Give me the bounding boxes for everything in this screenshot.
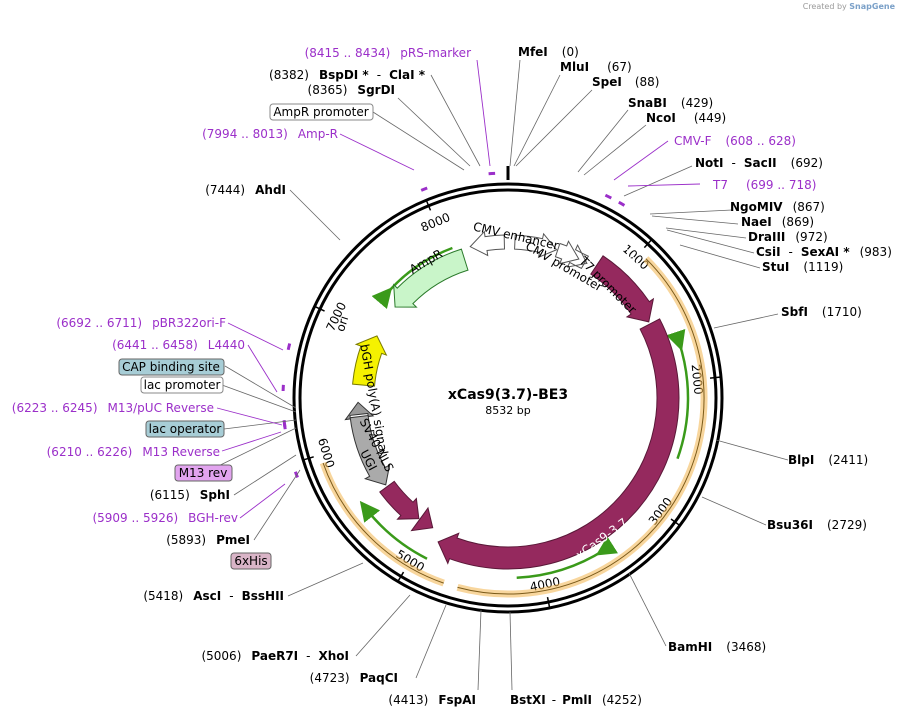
t7-promoter-arrow <box>566 243 590 270</box>
primer-prs-marker[interactable]: (8415 .. 8434)pRS-marker <box>305 46 471 60</box>
sv40-arrow <box>410 506 434 532</box>
ampr-promoter-box[interactable]: AmpR promoter <box>269 103 374 121</box>
site-noti[interactable]: NotI-SacII(692) <box>695 156 823 170</box>
ori-label: ori <box>333 314 351 333</box>
site-sbfi[interactable]: SbfI(1710) <box>781 305 862 319</box>
primer-t7[interactable]: T7(699 .. 718) <box>712 178 816 192</box>
tick-mark-3000 <box>670 518 680 526</box>
primer-bgh-rev[interactable]: (5909 .. 5926)BGH-rev <box>92 511 238 525</box>
tick-mark-7000 <box>315 306 325 312</box>
site-sgrdi[interactable]: (8365)SgrDI <box>308 83 395 97</box>
xcas9-arrow <box>437 318 680 570</box>
primer-pbr322ori-f[interactable]: (6692 .. 6711)pBR322ori-F <box>56 316 226 330</box>
primer-mark-2 <box>604 193 612 200</box>
ugi-arrow <box>379 480 420 520</box>
bgh-block <box>344 401 375 421</box>
primer-cmv-f[interactable]: CMV-F(608 .. 628) <box>674 134 796 148</box>
primer-mark-3 <box>618 200 626 207</box>
tick-label-8000: 8000 <box>419 210 453 235</box>
orf-line-lower <box>322 462 444 584</box>
primer-amp-r[interactable]: (7994 .. 8013)Amp-R <box>202 127 338 141</box>
site-fspai[interactable]: (4413)FspAI <box>388 693 476 707</box>
primer-leader-lines <box>216 59 701 519</box>
ampr-orf-arrow <box>371 246 453 309</box>
site-bspdi[interactable]: (8382)BspDI *-ClaI * <box>269 68 426 82</box>
cap-binding-site-label: CAP binding site <box>122 360 220 374</box>
primer-m13-puc-reverse[interactable]: (6223 .. 6245)M13/pUC Reverse <box>12 401 214 415</box>
orf-arrow-3 <box>359 500 428 560</box>
tick-mark-5000 <box>397 571 405 582</box>
site-naei[interactable]: NaeI(869) <box>741 215 814 229</box>
site-csii[interactable]: CsiI-SexAI *(983) <box>756 245 892 259</box>
apobec-arrow <box>590 255 655 323</box>
site-mfei[interactable]: MfeI(0) <box>518 45 579 59</box>
lac-promoter-label: lac promoter <box>144 378 221 392</box>
site-bamhi[interactable]: BamHI(3468) <box>668 640 766 654</box>
ori-arrow <box>352 335 388 387</box>
tick-mark-6000 <box>303 456 314 461</box>
backbone-outer <box>292 182 724 614</box>
backbone-inner <box>298 188 718 608</box>
ampr-promoter-label: AmpR promoter <box>273 105 368 119</box>
primer-m13-reverse[interactable]: (6210 .. 6226)M13 Reverse <box>47 445 220 459</box>
ampr-promoter-arrow <box>469 230 506 257</box>
site-pmei[interactable]: (5893)PmeI <box>166 533 250 547</box>
orf-arrow-2 <box>516 536 618 580</box>
primer-mark-7 <box>282 423 287 430</box>
his-tag-box[interactable]: 6xHis <box>230 552 272 570</box>
site-ngomiv[interactable]: NgoMIV(867) <box>730 200 825 214</box>
tick-mark-4000 <box>546 596 551 608</box>
tick-mark-1000 <box>643 239 652 249</box>
m13-rev-label: M13 rev <box>179 466 228 480</box>
cmv-enhancer-arrow <box>514 232 558 259</box>
site-bsu36i[interactable]: Bsu36I(2729) <box>767 518 867 532</box>
his-tag-label: 6xHis <box>234 554 267 568</box>
tick-mark-8000 <box>425 200 432 211</box>
site-mlui[interactable]: MluI(67) <box>560 60 632 74</box>
cmv-promoter-arrow <box>554 240 580 265</box>
primer-mark-1 <box>420 186 428 192</box>
site-asci[interactable]: (5418)AscI-BssHII <box>143 589 284 603</box>
tick-mark-2000 <box>709 376 721 379</box>
site-draiii[interactable]: DraIII(972) <box>748 230 828 244</box>
orf-arrow-1 <box>666 328 690 460</box>
plasmid-length: 8532 bp <box>485 404 530 417</box>
cap-binding-site-box[interactable]: CAP binding site <box>118 358 225 376</box>
primer-mark-8 <box>293 471 299 478</box>
watermark-brand: SnapGene <box>849 2 895 11</box>
ampr-arrow <box>393 248 469 308</box>
primer-l4440[interactable]: (6441 .. 6458)L4440 <box>112 338 245 352</box>
site-ahdi[interactable]: (7444)AhdI <box>205 183 286 197</box>
site-paer7i[interactable]: (5006)PaeR7I-XhoI <box>201 649 349 663</box>
orf-line-main <box>457 258 705 595</box>
site-ncoi[interactable]: NcoI(449) <box>646 111 726 125</box>
lac-operator-box[interactable]: lac operator <box>145 420 225 438</box>
plasmid-name: xCas9(3.7)-BE3 <box>448 387 568 403</box>
m13-rev-box[interactable]: M13 rev <box>174 464 233 482</box>
snapgene-watermark: Created by SnapGene <box>803 2 895 11</box>
site-snabi[interactable]: SnaBI(429) <box>628 96 713 110</box>
leader-lines <box>203 59 789 691</box>
ugi-block <box>349 414 391 486</box>
lac-operator-label: lac operator <box>149 422 222 436</box>
watermark-prefix: Created by <box>802 2 847 11</box>
site-stui[interactable]: StuI(1119) <box>762 260 843 274</box>
primer-mark-4 <box>286 343 292 351</box>
site-sphi[interactable]: (6115)SphI <box>150 488 230 502</box>
site-bstxi[interactable]: BstXI-PmlI(4252) <box>510 693 642 707</box>
lac-promoter-box[interactable]: lac promoter <box>140 376 224 394</box>
site-blpi[interactable]: BlpI(2411) <box>788 453 868 467</box>
site-spei[interactable]: SpeI(88) <box>592 75 659 89</box>
site-paqci[interactable]: (4723)PaqCI <box>310 671 398 685</box>
